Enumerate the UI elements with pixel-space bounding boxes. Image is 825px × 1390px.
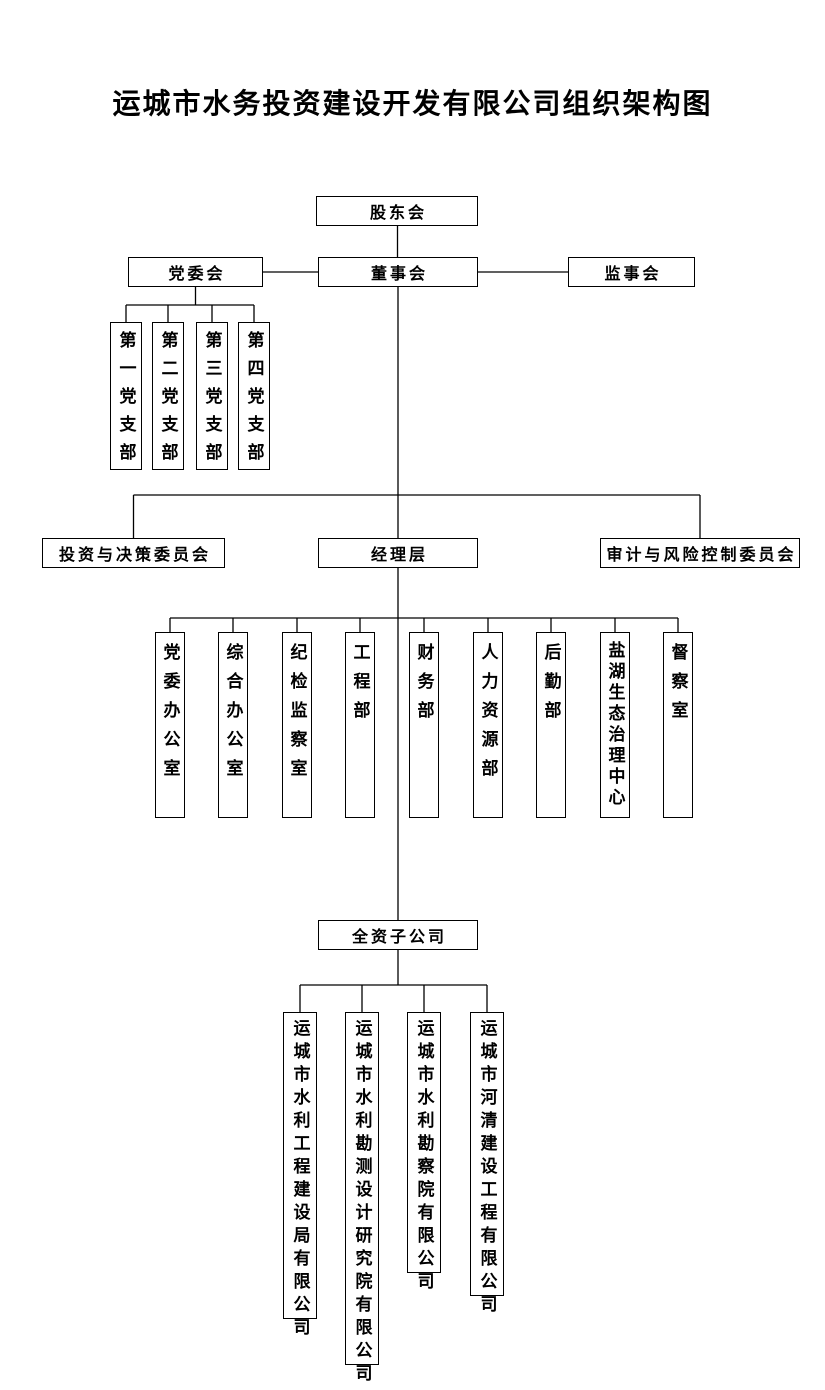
node-party-branch-1: 第一党支部: [110, 322, 142, 471]
node-party-committee: 党委会: [128, 257, 263, 287]
node-subsidiary-heqing-construction: 运城市河清建设工程有限公司: [470, 1012, 504, 1318]
node-party-branch-3: 第三党支部: [196, 322, 228, 471]
node-label: 后勤部: [541, 643, 561, 730]
node-label: 运城市河清建设工程有限公司: [477, 1019, 497, 1318]
node-supervisory-board: 监事会: [568, 257, 695, 287]
node-label: 运城市水利勘察院有限公司: [414, 1019, 434, 1295]
node-label: 运城市水利工程建设局有限公司: [290, 1019, 310, 1341]
node-label: 全资子公司: [351, 929, 447, 946]
connector-party-branches: [125, 287, 255, 322]
node-label: 第三党支部: [202, 331, 222, 471]
node-label: 运城市水利勘测设计研究院有限公司: [352, 1019, 372, 1387]
node-label: 财务部: [414, 643, 434, 730]
node-dept-finance: 财务部: [409, 632, 439, 818]
node-dept-logistics: 后勤部: [536, 632, 566, 818]
node-label: 综合办公室: [223, 643, 243, 788]
node-dept-engineering: 工程部: [345, 632, 375, 818]
node-label: 党委办公室: [160, 643, 180, 788]
node-investment-decision-committee: 投资与决策委员会: [42, 538, 225, 568]
node-label: 工程部: [350, 643, 370, 730]
node-audit-risk-committee: 审计与风险控制委员会: [600, 538, 800, 568]
node-wholly-owned-subsidiaries: 全资子公司: [318, 920, 478, 950]
node-label: 人力资源部: [478, 643, 498, 788]
node-label: 投资与决策委员会: [58, 547, 211, 564]
node-dept-general-office: 综合办公室: [218, 632, 248, 818]
node-label: 经理层: [370, 547, 428, 564]
connector-subsidiaries: [299, 950, 488, 1012]
node-label: 审计与风险控制委员会: [606, 547, 797, 564]
node-dept-salt-lake-eco-center: 盐湖生态治理中心: [600, 632, 630, 818]
connector-departments: [169, 617, 679, 632]
node-subsidiary-construction-bureau: 运城市水利工程建设局有限公司: [283, 1012, 317, 1341]
node-management-level: 经理层: [318, 538, 478, 568]
node-label: 第四党支部: [244, 331, 264, 471]
node-label: 第一党支部: [116, 331, 136, 471]
page-title: 运城市水务投资建设开发有限公司组织架构图: [112, 88, 713, 119]
node-label: 盐湖生态治理中心: [605, 641, 625, 809]
node-dept-discipline-inspection: 纪检监察室: [282, 632, 312, 818]
node-board-of-directors: 董事会: [318, 257, 478, 287]
node-subsidiary-survey-institute: 运城市水利勘察院有限公司: [407, 1012, 441, 1295]
node-party-branch-4: 第四党支部: [238, 322, 270, 471]
node-label: 纪检监察室: [287, 643, 307, 788]
node-subsidiary-survey-design-institute: 运城市水利勘测设计研究院有限公司: [345, 1012, 379, 1387]
node-dept-inspection-office: 督察室: [663, 632, 693, 818]
node-shareholders-meeting: 股东会: [316, 196, 478, 226]
node-label: 党委会: [168, 266, 226, 283]
node-label: 督察室: [668, 643, 688, 730]
node-dept-human-resources: 人力资源部: [473, 632, 503, 818]
node-label: 股东会: [369, 205, 427, 222]
node-label: 第二党支部: [158, 331, 178, 471]
node-dept-party-office: 党委办公室: [155, 632, 185, 818]
node-party-branch-2: 第二党支部: [152, 322, 184, 471]
connector-committees: [132, 494, 701, 538]
node-label: 监事会: [604, 266, 662, 283]
node-label: 董事会: [370, 266, 428, 283]
